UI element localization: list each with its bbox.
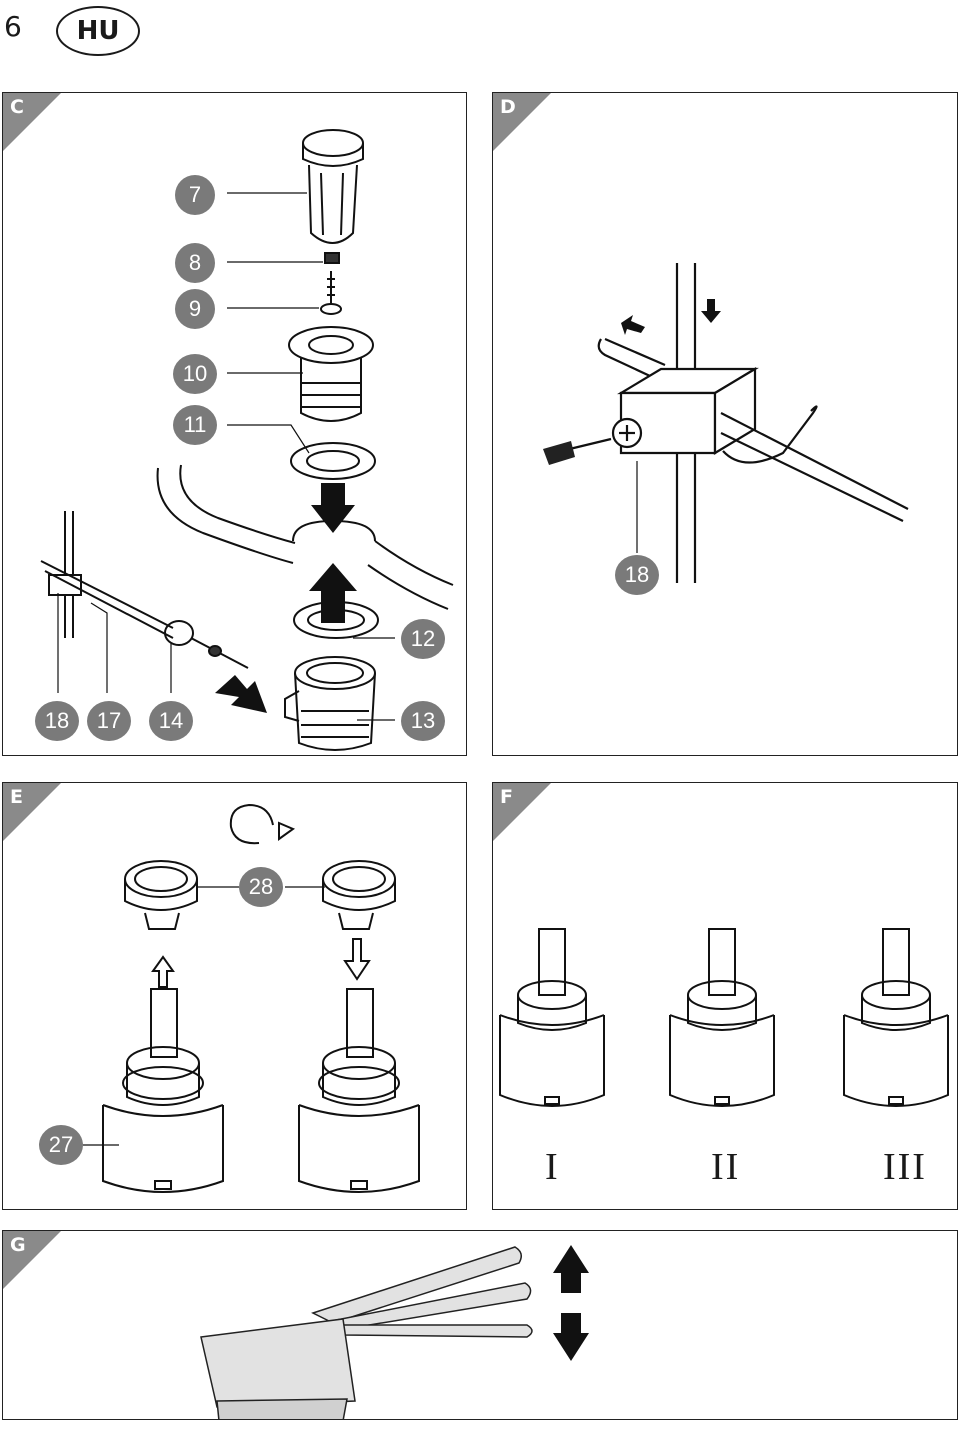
position-label-1: I bbox=[545, 1146, 560, 1188]
panel-c-corner bbox=[3, 93, 61, 151]
callout-18-d: 18 bbox=[615, 555, 659, 595]
panel-f-letter: F bbox=[500, 786, 513, 808]
callout-9: 9 bbox=[175, 289, 215, 329]
callout-10: 10 bbox=[173, 354, 217, 394]
callout-28: 28 bbox=[239, 867, 283, 907]
panel-g: G bbox=[2, 1230, 958, 1420]
panel-d-letter: D bbox=[500, 96, 516, 118]
callout-18: 18 bbox=[35, 701, 79, 741]
callout-17: 17 bbox=[87, 701, 131, 741]
page-number: 6 bbox=[4, 10, 22, 43]
clamp-drawing bbox=[543, 263, 909, 583]
panel-g-letter: G bbox=[10, 1234, 26, 1256]
language-badge: HU bbox=[56, 6, 140, 56]
cartridge-positions-drawing bbox=[499, 928, 949, 1107]
callout-27: 27 bbox=[39, 1125, 83, 1165]
callout-12: 12 bbox=[401, 619, 445, 659]
callout-11: 11 bbox=[173, 405, 217, 445]
panel-e-letter: E bbox=[10, 786, 23, 808]
callout-14: 14 bbox=[149, 701, 193, 741]
position-label-2: II bbox=[711, 1146, 741, 1188]
cartridge-adapter-drawing bbox=[83, 803, 420, 1193]
drain-assembly-drawing bbox=[40, 129, 454, 751]
lever-operation-drawing bbox=[200, 1245, 589, 1419]
panel-g-corner bbox=[3, 1231, 61, 1289]
callout-7: 7 bbox=[175, 175, 215, 215]
panel-d: D 18 bbox=[492, 92, 958, 756]
panel-e: E bbox=[2, 782, 467, 1210]
panel-f-corner bbox=[493, 783, 551, 841]
panel-c-letter: C bbox=[10, 96, 24, 118]
callout-8: 8 bbox=[175, 243, 215, 283]
panel-f: F bbox=[492, 782, 958, 1210]
panel-d-corner bbox=[493, 93, 551, 151]
panel-c: C bbox=[2, 92, 467, 756]
panel-e-corner bbox=[3, 783, 61, 841]
position-label-3: III bbox=[883, 1146, 927, 1188]
callout-13: 13 bbox=[401, 701, 445, 741]
